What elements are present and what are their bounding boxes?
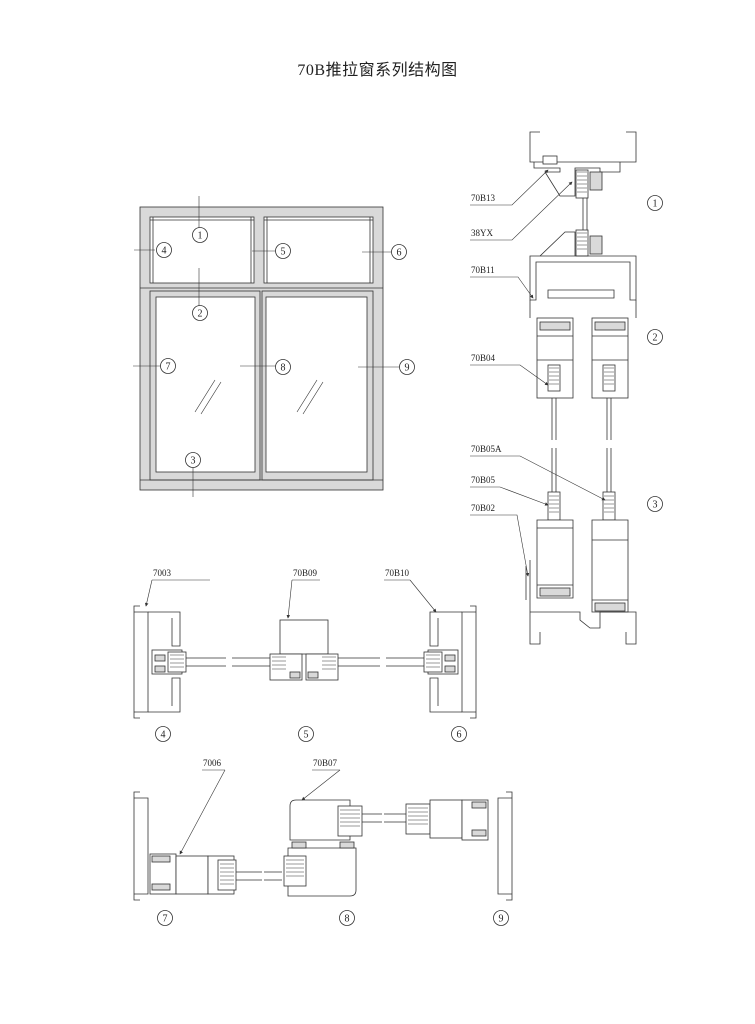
section-callout-3: 3 — [653, 500, 658, 511]
label-7006: 7006 — [203, 758, 222, 768]
label-70B10: 70B10 — [385, 568, 410, 578]
vertical-section-leaders — [470, 169, 606, 577]
label-70B02: 70B02 — [471, 503, 495, 513]
section-callout-1: 1 — [653, 199, 658, 210]
page-title: 70B推拉窗系列结构图 — [297, 62, 458, 79]
callout-6: 6 — [397, 248, 402, 259]
vertical-section-callouts: 1 2 3 — [653, 199, 658, 511]
label-38YX: 38YX — [471, 228, 493, 238]
callout-1: 1 — [198, 231, 203, 242]
section-callout-8: 8 — [345, 914, 350, 925]
section-callout-6: 6 — [457, 730, 462, 741]
label-70B13: 70B13 — [471, 193, 496, 203]
label-70B04: 70B04 — [471, 353, 496, 363]
label-70B05: 70B05 — [471, 475, 496, 485]
label-70B09: 70B09 — [293, 568, 318, 578]
vertical-section-profile — [525, 131, 663, 645]
elevation-callout-numbers: 1 2 3 4 5 6 7 8 9 — [162, 231, 410, 467]
label-70B11: 70B11 — [471, 265, 495, 275]
horizontal-section-lower-callouts: 7 8 9 — [163, 914, 504, 925]
vertical-section-labels: 70B13 38YX 70B11 70B04 70B05A 70B05 70B0… — [471, 193, 502, 513]
horizontal-section-upper-labels: 7003 70B09 70B10 — [153, 568, 410, 578]
callout-3: 3 — [191, 456, 196, 467]
horizontal-section-upper — [133, 579, 477, 742]
callout-4: 4 — [162, 246, 167, 257]
horizontal-section-lower — [133, 769, 513, 926]
callout-5: 5 — [281, 247, 286, 258]
callout-2: 2 — [198, 309, 203, 320]
section-callout-4: 4 — [161, 730, 166, 741]
callout-8: 8 — [281, 363, 286, 374]
section-callout-7: 7 — [163, 914, 168, 925]
label-7003: 7003 — [153, 568, 172, 578]
horizontal-section-lower-labels: 7006 70B07 — [203, 758, 338, 768]
label-70B05A: 70B05A — [471, 444, 502, 454]
horizontal-section-upper-callouts: 4 5 6 — [161, 730, 462, 741]
callout-7: 7 — [166, 362, 171, 373]
section-callout-2: 2 — [653, 333, 658, 344]
section-callout-5: 5 — [304, 730, 309, 741]
label-70B07: 70B07 — [313, 758, 338, 768]
section-callout-9: 9 — [499, 914, 504, 925]
callout-9: 9 — [405, 363, 410, 374]
window-elevation — [133, 196, 415, 497]
